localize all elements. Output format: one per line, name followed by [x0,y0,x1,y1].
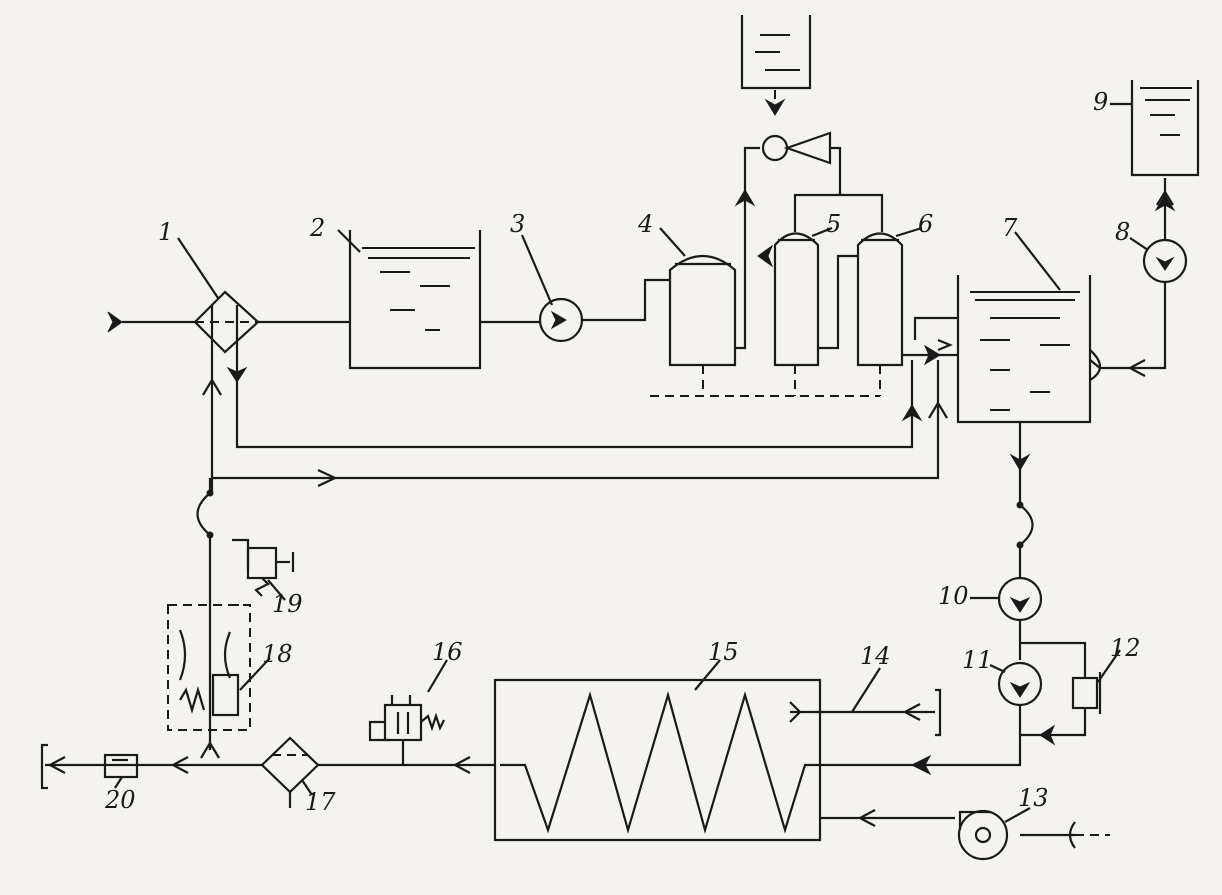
label-12: 12 [1110,634,1141,662]
label-14: 14 [860,642,891,670]
tank-9 [1130,80,1200,177]
arrow-return-a [901,404,923,422]
vessel-4 [668,255,737,367]
pump-11 [997,661,1043,707]
flow-arrows [47,98,1176,827]
arrow-open-7 [902,703,921,721]
label-2: 2 [309,214,325,242]
label-17: 17 [305,788,336,816]
blower-13 [957,809,1076,861]
filter-17 [260,736,320,794]
loop-bends [196,349,1102,549]
arrow-inlet [107,311,123,333]
arrow-open-3 [317,469,338,487]
label-5: 5 [826,210,841,238]
pipelines [45,146,1167,837]
column-5 [773,232,820,367]
label-18: 18 [262,640,293,668]
arrow-ejector [734,189,756,207]
leader-lines [114,102,1149,823]
arrow-open-1 [202,377,222,396]
heat-exchanger-1 [193,290,260,354]
arrow-open-9 [47,756,66,774]
arrow-open-5 [452,756,471,774]
drain-line [650,90,1166,836]
reagent-tank-top [740,15,812,90]
label-6: 6 [918,210,933,238]
arrow-tank9 [1154,194,1176,212]
label-13: 13 [1018,784,1049,812]
arrow-tank7-in [923,344,941,366]
label-10: 10 [938,582,969,610]
arrow-tank7-out [1009,453,1031,471]
relief-valve-12 [1071,672,1102,714]
inlet-14 [789,688,942,737]
label-9: 9 [1093,88,1108,116]
label-16: 16 [432,638,463,666]
device-20 [40,743,139,790]
arrow-open-11 [1156,189,1174,206]
label-11: 11 [962,646,993,674]
label-20: 20 [104,786,136,814]
tank-7 [956,275,1092,424]
arrow-open-2 [928,400,948,419]
arrow-open-6 [857,809,876,827]
label-15: 15 [708,638,739,666]
safety-valve-16 [368,695,445,742]
pump-8 [1142,238,1188,284]
label-8: 8 [1115,218,1130,246]
arrow-return-1 [226,366,248,383]
furnace-15 [493,678,822,842]
label-3: 3 [510,210,525,238]
label-1: 1 [158,218,173,246]
arrow-open-4 [1127,359,1146,377]
arrow-bypass [1039,724,1056,746]
arrow-open-12 [937,338,953,352]
label-19: 19 [272,590,303,618]
ejector [761,131,832,165]
labels: 1 2 3 4 5 6 7 8 9 10 11 12 13 14 15 16 1… [104,88,1141,816]
valve-19 [230,538,295,606]
label-4: 4 [637,210,653,238]
pump-10 [997,576,1043,622]
column-6 [856,232,904,367]
label-7: 7 [1002,214,1018,242]
arrow-col5 [757,244,774,268]
arrow-open-8 [170,756,189,774]
arrow-top-tank [764,98,786,116]
arrow-to-15 [910,754,932,776]
pump-3 [538,297,584,343]
tank-2 [348,230,482,370]
arrow-open-10 [200,740,220,759]
